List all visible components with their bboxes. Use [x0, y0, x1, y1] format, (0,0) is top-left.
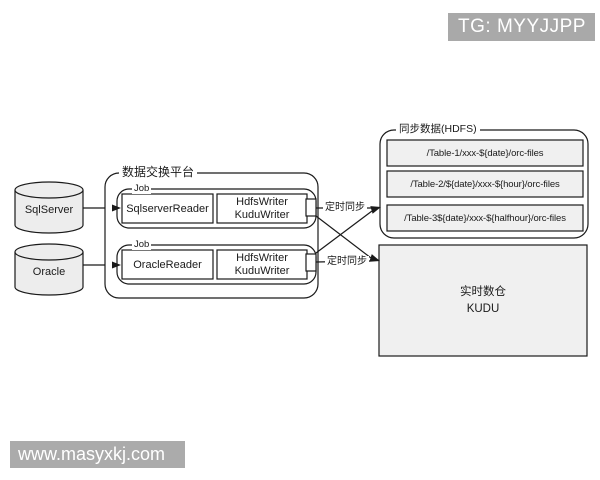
hdfs-path1-box — [386, 139, 584, 167]
hdfs-path3-box — [386, 204, 584, 232]
tg-badge: TG: MYYJJPP — [448, 13, 595, 41]
hdfs-path-1: /Table-1/xxx-${date}/orc-files — [426, 147, 544, 159]
hdfs-title: 同步数据(HDFS) — [396, 124, 480, 135]
job1-label: Job — [132, 183, 152, 194]
job2-writers-label: HdfsWriter KuduWriter — [217, 250, 307, 279]
sqlserver-label: SqlServer — [24, 204, 74, 216]
kudu-box — [378, 244, 588, 357]
job1-output-connector — [305, 198, 317, 217]
job1-writers-box — [216, 193, 308, 224]
job1-hdfswriter-label: HdfsWriter — [236, 195, 288, 208]
arrowhead-into-oracle-reader-icon — [112, 261, 121, 269]
sqlserver-reader-label: SqlserverReader — [126, 202, 209, 215]
arrowhead-into-hdfs-icon — [370, 206, 381, 214]
sqlserver-database-cylinder — [14, 181, 84, 234]
job2-kuduwriter-label: KuduWriter — [234, 264, 290, 277]
kudu-label-line1: 实时数仓 — [460, 285, 506, 298]
sync-label-top: 定时同步 — [323, 202, 367, 214]
sync-label-bottom: 定时同步 — [325, 256, 369, 268]
kudu-label-line2: KUDU — [466, 302, 500, 315]
oracle-database-cylinder — [14, 243, 84, 296]
oracle-label: Oracle — [32, 266, 66, 278]
sqlserver-reader-box — [121, 193, 214, 224]
job1-kuduwriter-label: KuduWriter — [234, 208, 290, 221]
watermark-bar: www.masyxkj.com — [10, 441, 185, 468]
arrowhead-into-sqlserver-reader-icon — [112, 204, 121, 212]
job1-to-kudu-line — [315, 215, 372, 259]
job1-writers-label: HdfsWriter KuduWriter — [217, 194, 307, 223]
arrowhead-into-kudu-icon — [369, 254, 380, 262]
hdfs-path-3: /Table-3${date}/xxx-${halfhour}/orc-file… — [404, 212, 566, 224]
kudu-label: 实时数仓 KUDU — [379, 245, 587, 356]
oracle-reader-box — [121, 249, 214, 280]
job2-output-connector — [305, 253, 317, 272]
job2-label: Job — [132, 239, 152, 250]
platform-title: 数据交换平台 — [119, 166, 198, 178]
oracle-reader-label: OracleReader — [133, 258, 202, 271]
hdfs-path-2: /Table-2/${date}/xxx-${hour}/orc-files — [410, 178, 560, 190]
hdfs-path2-box — [386, 170, 584, 198]
job2-hdfswriter-label: HdfsWriter — [236, 251, 288, 264]
job2-to-hdfs-line — [315, 210, 373, 254]
